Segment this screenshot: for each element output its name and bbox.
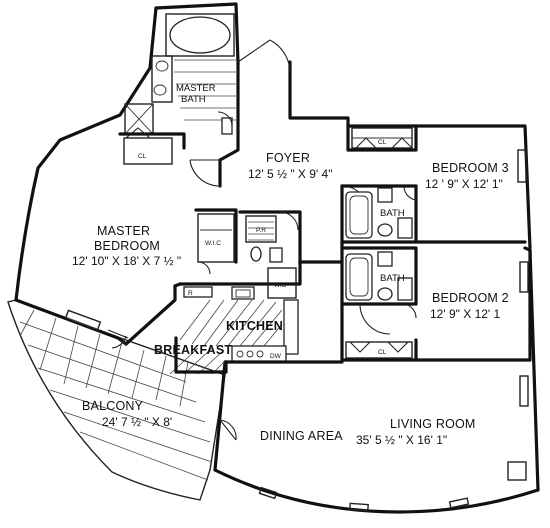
- bedroom3-label: BEDROOM 3: [432, 161, 509, 175]
- bathtub-icon: [345, 191, 373, 239]
- master-bath-label-line2: BATH: [181, 94, 206, 105]
- powder-room: P.R: [238, 210, 302, 264]
- toilet-icon: [250, 246, 262, 262]
- kitchen-label: KITCHEN: [226, 319, 283, 333]
- master-bedroom-label-line2: BEDROOM: [94, 239, 160, 253]
- living-dining: DINING AREA LIVING ROOM 35' 5 ½ " X 16' …: [219, 360, 529, 512]
- master-bath: CL MASTER BATH: [118, 13, 240, 165]
- refrigerator-label: R: [188, 290, 193, 297]
- bedroom3-dimensions: 12 ' 9" X 12' 1": [425, 177, 503, 191]
- closet-label-bedroom2: CL: [378, 349, 387, 356]
- wic-label: W.I.C: [205, 240, 221, 247]
- balcony-dimensions: 24' 7 ½ " X 8': [102, 415, 172, 429]
- foyer: FOYER 12' 5 ½ " X 9' 4": [248, 151, 369, 342]
- master-bedroom-dimensions: 12' 10" X 18' X 7 ½ ": [72, 254, 181, 268]
- closet-label-bedroom3: CL: [378, 139, 387, 146]
- bath-upper: BATH: [340, 184, 418, 244]
- bedroom2-dimensions: 12' 9" X 12' 1: [430, 307, 501, 321]
- bathtub-oval: [169, 16, 231, 54]
- breakfast-label: BREAKFAST: [154, 343, 232, 357]
- balcony-area: [7, 299, 226, 501]
- balcony-tiles: [19, 309, 213, 481]
- toilet-icon: [377, 223, 393, 237]
- burner-icon: [246, 350, 254, 358]
- master-bedroom: W.I.C MASTER BEDROOM 12' 10" X 18' X 7 ½…: [64, 158, 238, 349]
- bath-upper-label: BATH: [380, 208, 405, 219]
- washer-dryer-label: W/D: [274, 282, 287, 289]
- kitchen-floor-hatching: [169, 299, 283, 375]
- dining-area-label: DINING AREA: [260, 429, 343, 443]
- bedroom-3: CL BEDROOM 3 12 ' 9" X 12' 1": [346, 124, 527, 244]
- dishwasher-label: DW: [270, 353, 282, 360]
- bath-lower-label: BATH: [380, 273, 405, 284]
- master-bedroom-label-line1: MASTER: [97, 224, 150, 238]
- foyer-dimensions: 12' 5 ½ " X 9' 4": [248, 167, 333, 181]
- bedroom-2: CL BEDROOM 2 12' 9" X 12' 1: [340, 248, 532, 362]
- entry-door: [237, 39, 291, 71]
- kitchen: R W/D DW KITCHEN BRE: [154, 260, 302, 375]
- bathtub-icon: [345, 253, 373, 301]
- toilet-icon: [377, 287, 393, 301]
- living-room-label: LIVING ROOM: [390, 417, 476, 431]
- sink-icon: [155, 60, 169, 72]
- burner-icon: [236, 350, 244, 358]
- master-bath-label: MASTER: [176, 83, 216, 94]
- balcony-label: BALCONY: [82, 399, 144, 413]
- bath-lower: BATH: [340, 246, 418, 319]
- powder-room-label: P.R: [256, 227, 266, 234]
- closet-label: CL: [138, 153, 147, 160]
- bedroom2-label: BEDROOM 2: [432, 291, 509, 305]
- burner-icon: [256, 350, 264, 358]
- living-room-dimensions: 35' 5 ½ " X 16' 1": [356, 433, 447, 447]
- foyer-label: FOYER: [266, 151, 310, 165]
- sink-icon: [153, 84, 167, 96]
